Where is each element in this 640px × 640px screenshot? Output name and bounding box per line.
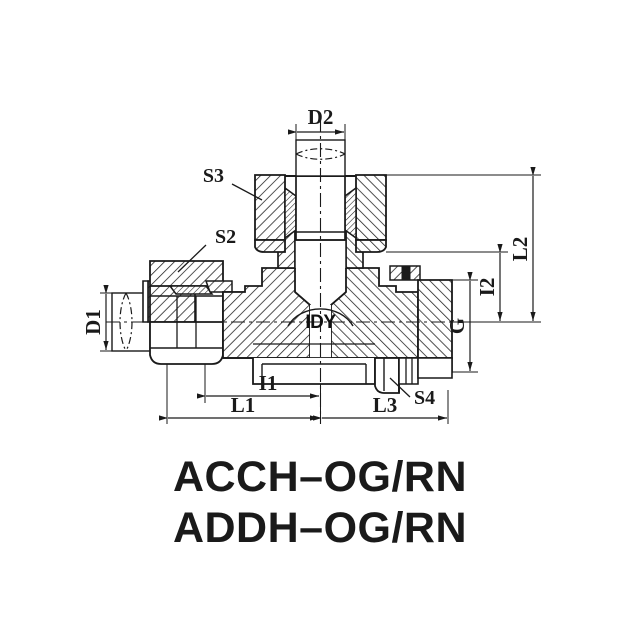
dimension-label-L2: L2 — [508, 237, 532, 262]
leader-label-S2: S2 — [215, 226, 236, 248]
dimension-label-D1: D1 — [81, 309, 105, 335]
dimension-label-I2: I2 — [475, 278, 499, 297]
fitting-assembly: IDY — [106, 118, 466, 424]
dimension-I2: I2 — [386, 244, 508, 323]
dimension-D1: D1 — [81, 285, 112, 352]
dimension-D2: D2 — [288, 105, 346, 140]
dimension-label-L3: L3 — [373, 393, 398, 417]
title-line-1: ACCH–OG/RN — [172, 453, 468, 501]
right-thread-end — [374, 265, 453, 394]
dimension-L1-L3: L1 L3 — [159, 364, 449, 424]
leader-S2: S2 — [177, 226, 236, 273]
dimension-G: G — [445, 272, 478, 373]
dimension-L2: L2 — [386, 167, 541, 323]
title-line-2: ADDH–OG/RN — [172, 504, 468, 552]
title-block: ACCH–OG/RN ADDH–OG/RN — [0, 452, 640, 554]
dimension-label-D2: D2 — [308, 105, 334, 129]
left-nut — [142, 260, 233, 365]
brand-logo: IDY — [305, 312, 336, 333]
dimension-I1: I1 — [197, 364, 321, 403]
dimension-label-I1: I1 — [259, 371, 278, 395]
dimension-label-L1: L1 — [231, 393, 256, 417]
leader-label-S3: S3 — [203, 165, 224, 187]
leader-S3: S3 — [203, 165, 263, 201]
dimension-label-G: G — [445, 318, 469, 334]
leader-S4: S4 — [389, 377, 435, 409]
leader-label-S4: S4 — [414, 387, 435, 409]
centerlines — [106, 118, 466, 424]
logo-group: IDY — [287, 308, 354, 333]
